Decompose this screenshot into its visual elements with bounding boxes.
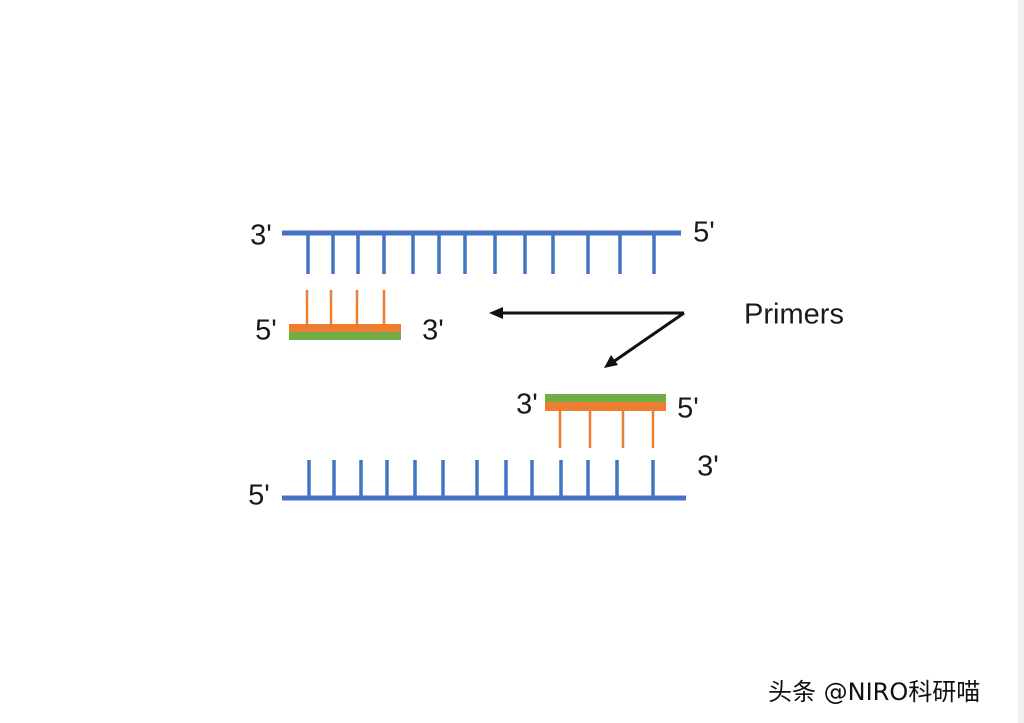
arrow-to-primer-2: [612, 311, 685, 364]
primers-label: Primers: [744, 298, 844, 331]
bottom-strand-3-prime-label: 3': [697, 450, 719, 483]
primer-2-3-prime-label: 3': [516, 388, 538, 421]
top-strand-3-prime-label: 3': [250, 219, 272, 252]
arrowhead-icon: [604, 355, 618, 368]
primer-1-5-prime-label: 5': [255, 314, 277, 347]
bottom-strand-5-prime-label: 5': [248, 479, 270, 512]
top-strand-5-prime-label: 5': [693, 216, 715, 249]
bottom-template-strand: [282, 460, 686, 501]
primer-backbone: [289, 324, 401, 332]
primer-backbone: [545, 402, 666, 411]
primer-marker: [289, 332, 401, 340]
right-edge: [1018, 0, 1024, 723]
primer-1-3-prime-label: 3': [422, 314, 444, 347]
primer-marker: [545, 394, 666, 402]
primer-1: [289, 290, 401, 340]
primer-2: [545, 394, 666, 448]
primer-2-5-prime-label: 5': [677, 392, 699, 425]
top-template-strand: [282, 230, 681, 274]
watermark: 头条 @NIRO科研喵: [768, 678, 981, 706]
arrowhead-icon: [489, 307, 503, 319]
primers-arrows: [489, 307, 685, 368]
